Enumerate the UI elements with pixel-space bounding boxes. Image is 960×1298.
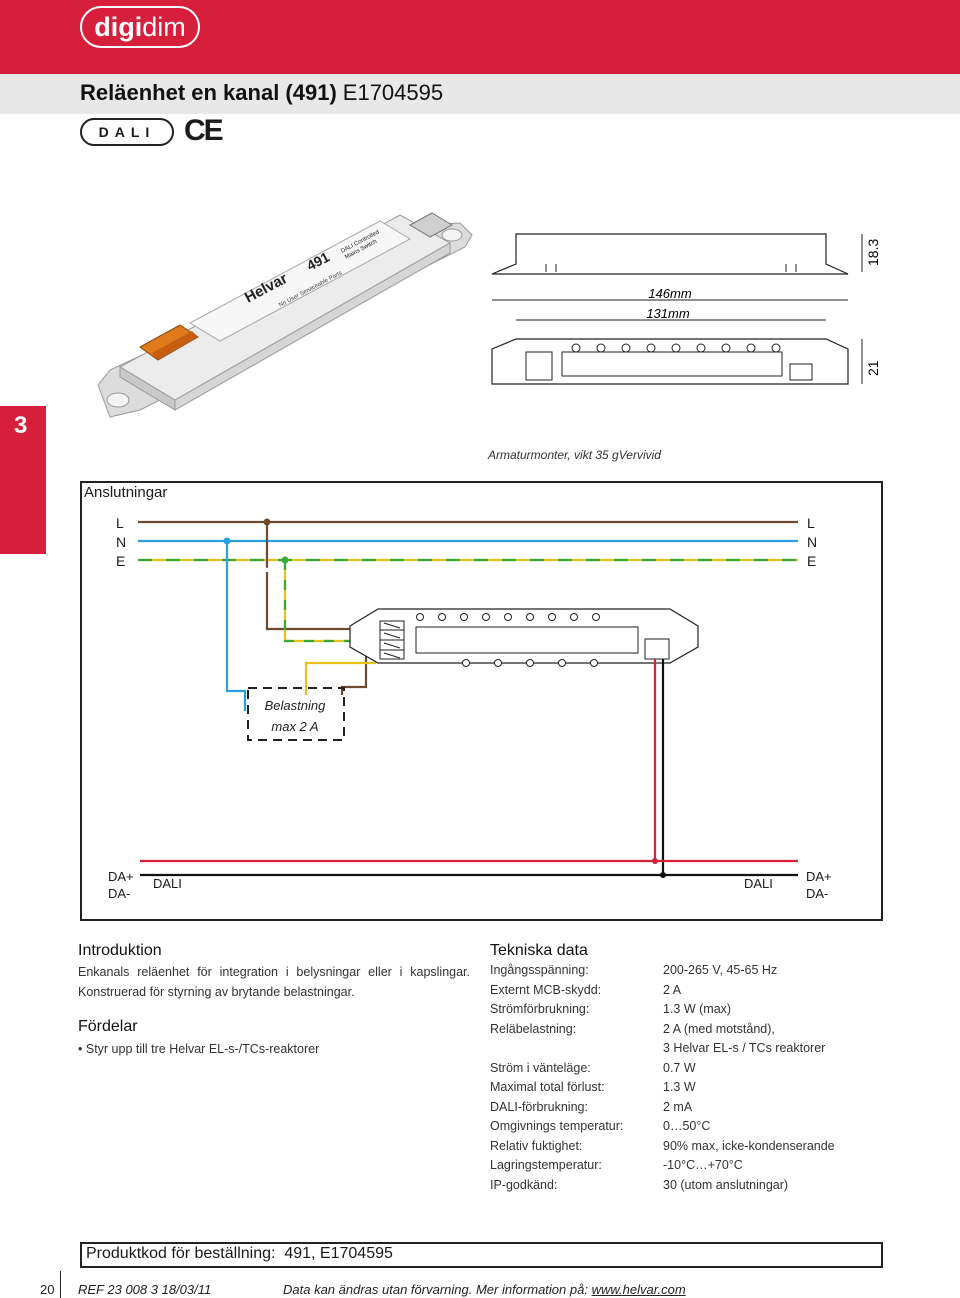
introduction-text: Enkanals reläenhet för integration i bel… (78, 965, 470, 999)
spec-row: Omgivnings temperatur:0…50°C (490, 1119, 711, 1133)
title-bar (0, 74, 960, 114)
footer-link[interactable]: www.helvar.com (591, 1282, 686, 1297)
digidim-logo: digidim (80, 6, 200, 48)
dali-logo: DALI (80, 118, 174, 146)
page-number: 20 (40, 1282, 55, 1297)
dali-right-minus: DA- (806, 886, 829, 901)
dali-right-terminals: DA+ DA- (806, 868, 832, 902)
spec-row: DALI-förbrukning:2 mA (490, 1099, 693, 1114)
wire-label-e-left: E (116, 553, 126, 569)
spec-row: Lagringstemperatur:-10°C…+70°C (490, 1158, 743, 1172)
product-photo: Helvar 491 DALI Controlled Mains Switch … (97, 212, 473, 418)
order-box (80, 1242, 883, 1268)
product-code: E1704595 (342, 80, 444, 105)
spec-row: Relativ fuktighet:90% max, icke-kondense… (490, 1138, 835, 1153)
connections-title: Anslutningar (84, 484, 168, 501)
dali-right-label: DALI (744, 876, 773, 891)
introduction-heading: Introduktion (78, 942, 162, 959)
dali-left-label: DALI (153, 876, 182, 891)
spec-row: 3 Helvar EL-s / TCs reaktorer (663, 1041, 826, 1055)
dali-left-terminals: DA+ DA- (108, 868, 134, 902)
wire-label-l-left: L (116, 515, 124, 531)
ce-mark-icon: CE (184, 114, 224, 147)
load-box: Belastning max 2 A (264, 695, 326, 737)
footer-note: Data kan ändras utan förvarning. Mer inf… (283, 1282, 686, 1297)
header-bar (0, 0, 960, 74)
connections-panel (80, 481, 883, 921)
footer-reference: REF 23 008 3 18/03/11 (78, 1282, 212, 1297)
spec-row: Ingångsspänning:200-265 V, 45-65 Hz (490, 963, 778, 977)
section-tab: 3 (0, 406, 46, 554)
wire-label-n-right: N (807, 534, 818, 550)
dali-left-minus: DA- (108, 886, 131, 901)
spec-row: IP-godkänd:30 (utom anslutningar) (490, 1177, 789, 1192)
dali-left-plus: DA+ (108, 869, 134, 884)
spec-row: Maximal total förlust:1.3 W (490, 1080, 696, 1094)
footer-divider (60, 1271, 61, 1298)
wire-labels-left: L N E (116, 514, 126, 571)
page-title: Reläenhet en kanal (491)E1704595 (80, 80, 444, 105)
technical-heading: Tekniska data (490, 942, 588, 959)
spec-row: Reläbelastning:2 A (med motstånd), (490, 1021, 775, 1036)
spec-row: Strömförbrukning:1.3 W (max) (490, 1002, 732, 1016)
load-max: max 2 A (271, 719, 319, 734)
order-label: Produktkod för beställning: 491, E170459… (86, 1245, 393, 1262)
dim-depth: 21 (865, 360, 881, 376)
dim-width-total: 146mm (648, 286, 692, 301)
wire-labels-right: L N E (807, 514, 817, 571)
dimension-drawing: 18.3 146mm 131mm 21 (491, 233, 881, 385)
dali-right-plus: DA+ (806, 869, 832, 884)
load-label: Belastning (264, 698, 326, 713)
order-code: 491, E1704595 (284, 1245, 393, 1262)
product-caption: Armaturmonter, vikt 35 gVervivid (488, 448, 661, 462)
wire-label-n-left: N (116, 534, 127, 550)
wiring-diagram (138, 518, 798, 878)
dim-width-mount: 131mm (646, 306, 690, 321)
advantages-item: • Styr upp till tre Helvar EL-s-/TCs-rea… (78, 1042, 320, 1056)
spec-row: Externt MCB-skydd:2 A (490, 982, 682, 997)
spec-row: Ström i vänteläge:0.7 W (490, 1060, 696, 1075)
wire-label-e-right: E (807, 553, 817, 569)
advantages-heading: Fördelar (78, 1018, 138, 1035)
dim-height: 18.3 (865, 239, 881, 266)
wire-label-l-right: L (807, 515, 815, 531)
